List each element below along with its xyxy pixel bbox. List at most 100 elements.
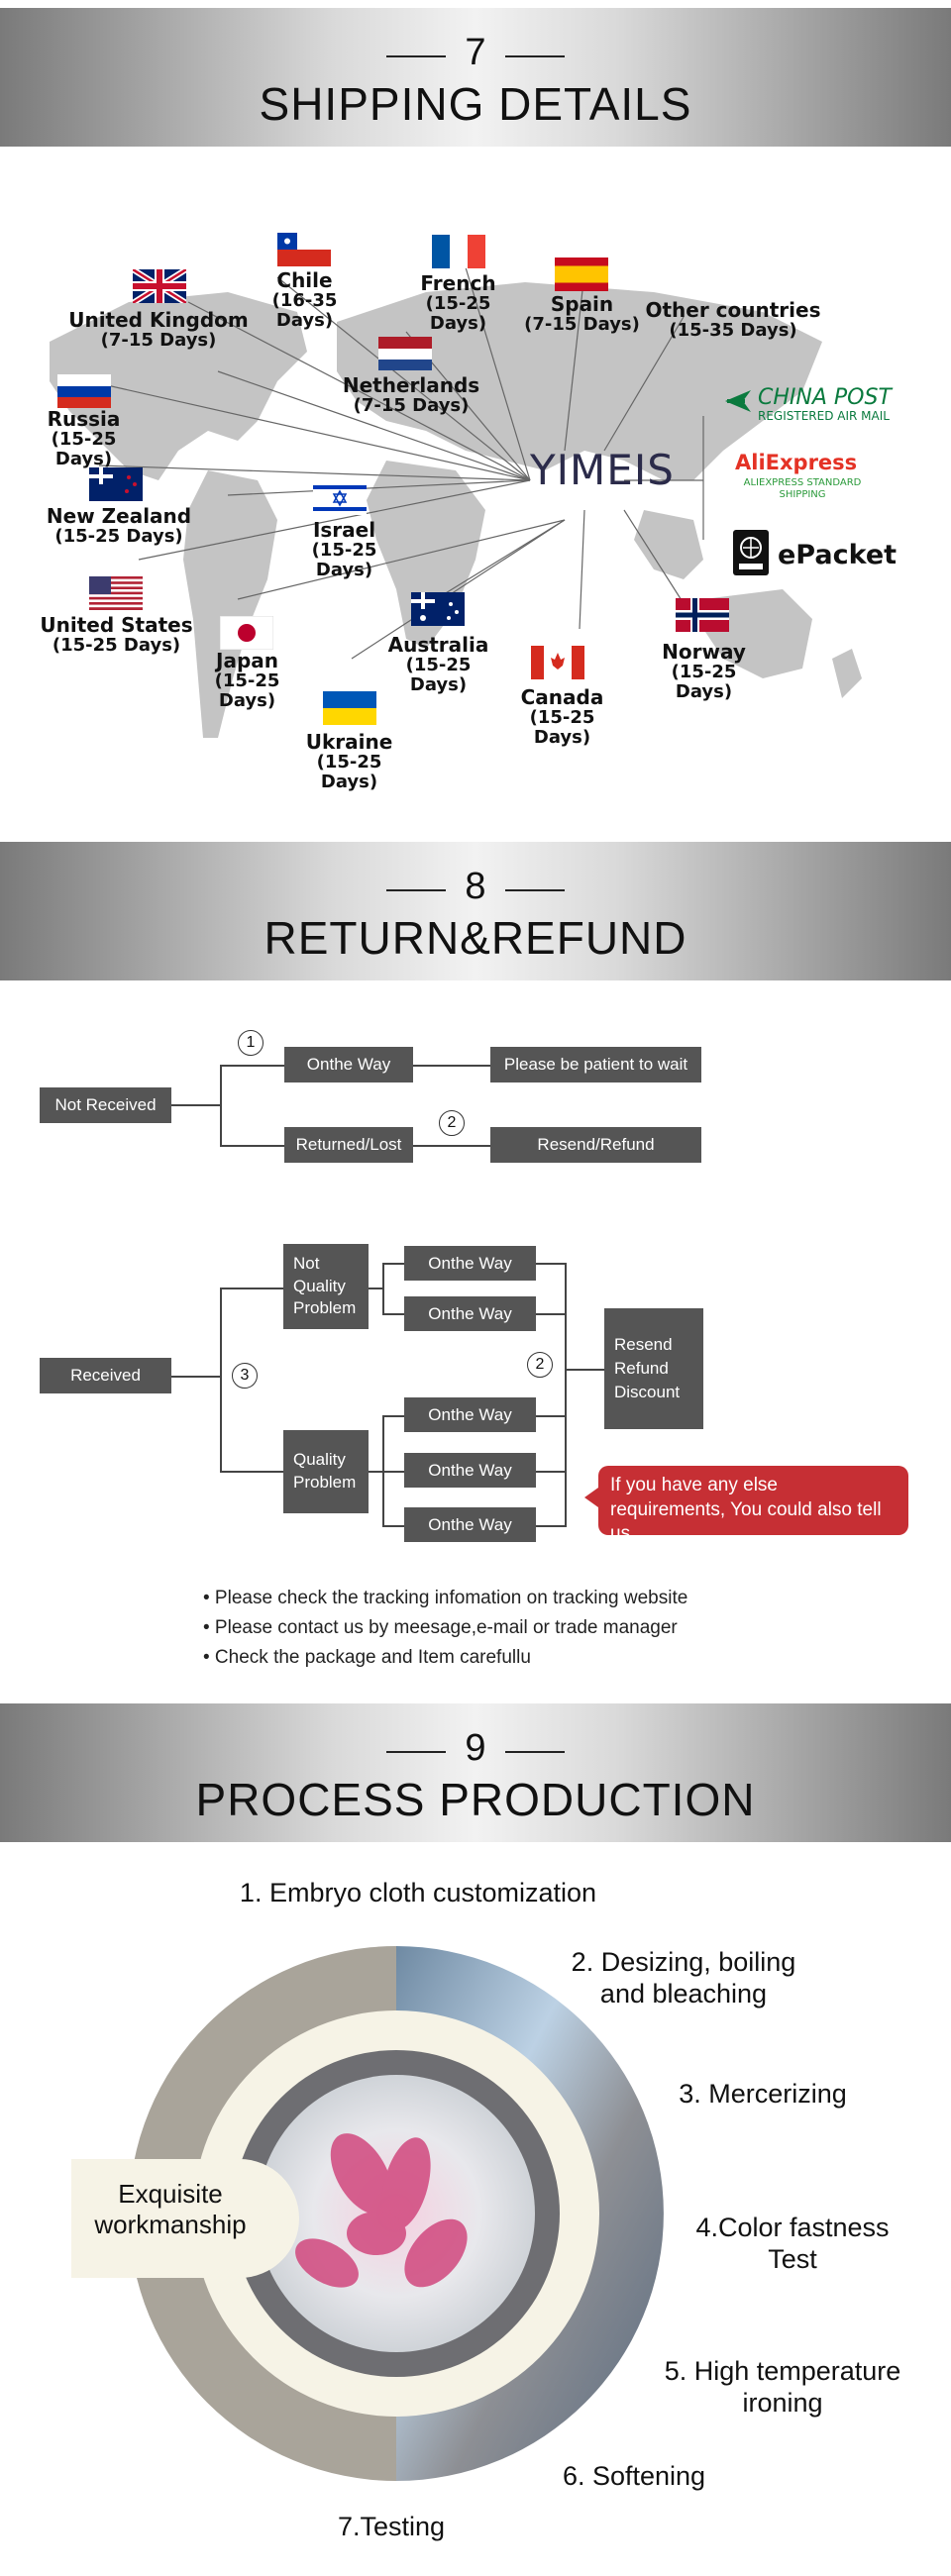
delivery-days: (15-25 Days)	[529, 707, 595, 748]
connector-line	[171, 1104, 221, 1106]
section-number: 9	[465, 1727, 486, 1769]
process-step-1: 1. Embryo cloth customization	[239, 1878, 597, 1907]
not-received-box: Not Received	[40, 1087, 171, 1123]
delivery-days: (15-25 Days)	[425, 293, 491, 334]
requirements-bubble: If you have any else requirements, You c…	[584, 1466, 908, 1544]
connector-line	[413, 1145, 490, 1147]
connector-line	[536, 1471, 566, 1473]
connector-line	[565, 1263, 567, 1527]
australia-flag-icon	[411, 592, 465, 626]
connector-line	[382, 1525, 404, 1527]
connector-line	[220, 1065, 222, 1146]
header-rule-right	[505, 55, 565, 57]
center-label: Exquisite workmanship	[94, 2179, 247, 2240]
israel-flag-icon	[313, 481, 367, 515]
country-israel: Israel(15-25 Days)	[282, 519, 406, 580]
country-canada: Canada(15-25 Days)	[500, 686, 624, 748]
country-newzealand: New Zealand(15-25 Days)	[40, 505, 198, 547]
header-rule-left	[386, 1751, 446, 1753]
country-name: Spain	[550, 292, 614, 316]
world-map-graphic	[50, 266, 862, 738]
japan-flag-icon	[219, 615, 274, 651]
france-flag-icon	[432, 235, 485, 268]
connector-line	[413, 1065, 490, 1067]
process-header: 9 PROCESS PRODUCTION	[0, 1703, 951, 1842]
process-step-3: 3. Mercerizing	[679, 2079, 847, 2109]
connector-line	[536, 1313, 566, 1315]
delivery-days: (15-25 Days)	[51, 429, 117, 469]
country-name: Israel	[312, 518, 376, 542]
quality-box: Quality Problem	[283, 1430, 369, 1513]
delivery-days: (15-25 Days)	[311, 540, 377, 580]
section-title: SHIPPING DETAILS	[259, 78, 692, 130]
country-name: Russia	[47, 407, 121, 431]
country-french: French(15-25 Days)	[396, 272, 520, 334]
ukraine-flag-icon	[323, 691, 376, 725]
resend-refund-box: Resend/Refund	[490, 1127, 701, 1163]
norway-flag-icon	[676, 598, 729, 632]
epacket-icon	[733, 530, 769, 575]
connector-line	[220, 1145, 284, 1147]
delivery-days: (7-15 Days)	[524, 314, 640, 335]
not-quality-box: Not Quality Problem	[283, 1244, 369, 1329]
country-name: Australia	[387, 633, 489, 657]
usa-flag-icon	[89, 576, 143, 610]
note-item: • Please contact us by meesage,e-mail or…	[203, 1617, 678, 1638]
process-step-6: 6. Softening	[562, 2461, 706, 2491]
section-number: 7	[465, 32, 486, 73]
country-name: New Zealand	[46, 504, 192, 528]
center-label-tab	[71, 2159, 299, 2278]
step-circle-3: 3	[232, 1363, 258, 1389]
route-line	[88, 380, 531, 481]
process-wheel	[119, 1936, 674, 2491]
on-the-way-box: Onthe Way	[404, 1397, 536, 1432]
delivery-days: (7-15 Days)	[100, 330, 217, 351]
on-the-way-box: Onthe Way	[404, 1453, 536, 1488]
delivery-days: (7-15 Days)	[353, 395, 470, 416]
connector-line	[565, 1369, 604, 1371]
delivery-days: (15-25 Days)	[214, 670, 280, 711]
connector-line	[382, 1471, 404, 1473]
process-step-5: 5. High temperature ironing	[664, 2356, 901, 2419]
connector-line	[369, 1471, 382, 1473]
step-circle-1: 1	[238, 1030, 264, 1056]
country-ukraine: Ukraine(15-25 Days)	[287, 731, 411, 792]
section-title: PROCESS PRODUCTION	[195, 1774, 756, 1825]
returned-lost-box: Returned/Lost	[284, 1127, 413, 1163]
china-post-sub: REGISTERED AIR MAIL	[758, 409, 890, 423]
connector-line	[382, 1263, 384, 1314]
hub-logo: YIMEIS	[530, 446, 675, 494]
connector-line	[382, 1415, 404, 1417]
process-step-7: 7.Testing	[337, 2512, 446, 2541]
country-australia: Australia(15-25 Days)	[376, 634, 500, 695]
country-usa: United States(15-25 Days)	[35, 614, 198, 656]
country-norway: Norway(15-25 Days)	[642, 641, 766, 702]
shipping-header: 7 SHIPPING DETAILS	[0, 8, 951, 147]
delivery-days: (15-25 Days)	[405, 655, 472, 695]
country-name: Other countries	[645, 298, 821, 322]
process-step-2: 2. Desizing, boiling and bleaching	[571, 1947, 796, 2009]
connector-line	[536, 1263, 566, 1265]
country-russia: Russia(15-25 Days)	[22, 408, 146, 469]
delivery-days: (16-35 Days)	[271, 290, 338, 331]
country-name: French	[420, 271, 496, 295]
received-box: Received	[40, 1358, 171, 1393]
process-step-4: 4.Color fastness Test	[695, 2213, 890, 2275]
russia-flag-icon	[57, 374, 111, 408]
delivery-days: (15-35 Days)	[669, 320, 797, 341]
header-rule-right	[505, 1751, 565, 1753]
spain-flag-icon	[555, 258, 608, 291]
header-rule-left	[386, 889, 446, 891]
delivery-days: (15-25 Days)	[52, 635, 181, 656]
connector-line	[171, 1376, 221, 1378]
connector-line	[382, 1313, 404, 1315]
aliexpress-sub: ALIEXPRESS STANDARD SHIPPING	[743, 477, 862, 500]
country-uk: United Kingdom(7-15 Days)	[64, 309, 253, 351]
connector-line	[369, 1288, 382, 1289]
country-name: Ukraine	[305, 730, 393, 754]
delivery-days: (15-25 Days)	[316, 752, 382, 792]
delivery-days: (15-25 Days)	[54, 526, 183, 547]
step-circle-2: 2	[439, 1110, 465, 1136]
shipping-map: YIMEIS	[10, 183, 941, 802]
on-the-way-box: Onthe Way	[404, 1296, 536, 1331]
